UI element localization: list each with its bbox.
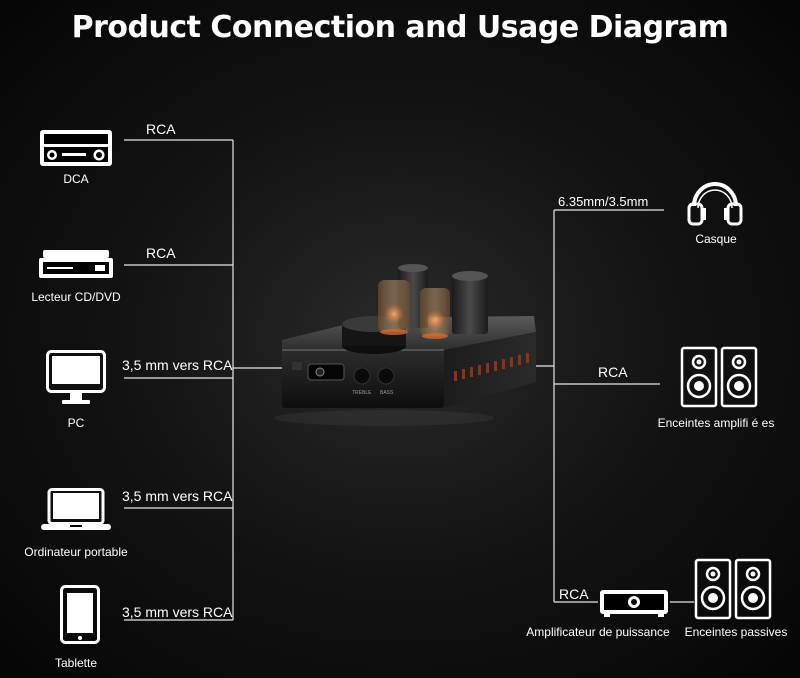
treble-knob-label: TREBLE [352,390,372,396]
cable-label-dca: RCA [146,121,176,137]
source-cd-dvd-label: Lecteur CD/DVD [31,290,121,304]
active-speakers-icon [680,346,758,408]
cable-label-power-amplifier: RCA [559,586,589,602]
cable-label-laptop: 3,5 mm vers RCA [122,488,233,504]
cable-label-active-speakers: RCA [598,364,628,380]
cable-label-tablet: 3,5 mm vers RCA [122,604,233,620]
source-laptop-label: Ordinateur portable [24,545,128,559]
output-passive-speakers-label: Enceintes passives [684,625,788,639]
power-amplifier-icon [600,590,668,617]
tablet-icon [60,585,100,644]
page-title: Product Connection and Usage Diagram [71,10,729,45]
dac-icon [40,130,112,166]
cable-label-pc: 3,5 mm vers RCA [122,357,233,373]
laptop-icon [41,488,111,530]
source-pc-label: PC [67,416,85,430]
tube-amplifier-product-image [274,264,536,426]
source-dca-label: DCA [63,172,89,186]
bass-knob-label: BASS [380,390,394,396]
output-headphones-label: Casque [695,232,737,246]
cd-dvd-player-icon [39,250,113,278]
output-power-amplifier-label: Amplificateur de puissance [526,625,670,639]
headphones-icon [687,182,743,226]
pc-monitor-icon [46,350,106,404]
output-active-speakers-label: Enceintes amplifi é es [657,416,775,430]
cable-label-cd-dvd: RCA [146,245,176,261]
passive-speakers-icon [694,558,772,620]
source-tablet-label: Tablette [54,656,98,670]
cable-label-headphones: 6.35mm/3.5mm [558,194,649,209]
